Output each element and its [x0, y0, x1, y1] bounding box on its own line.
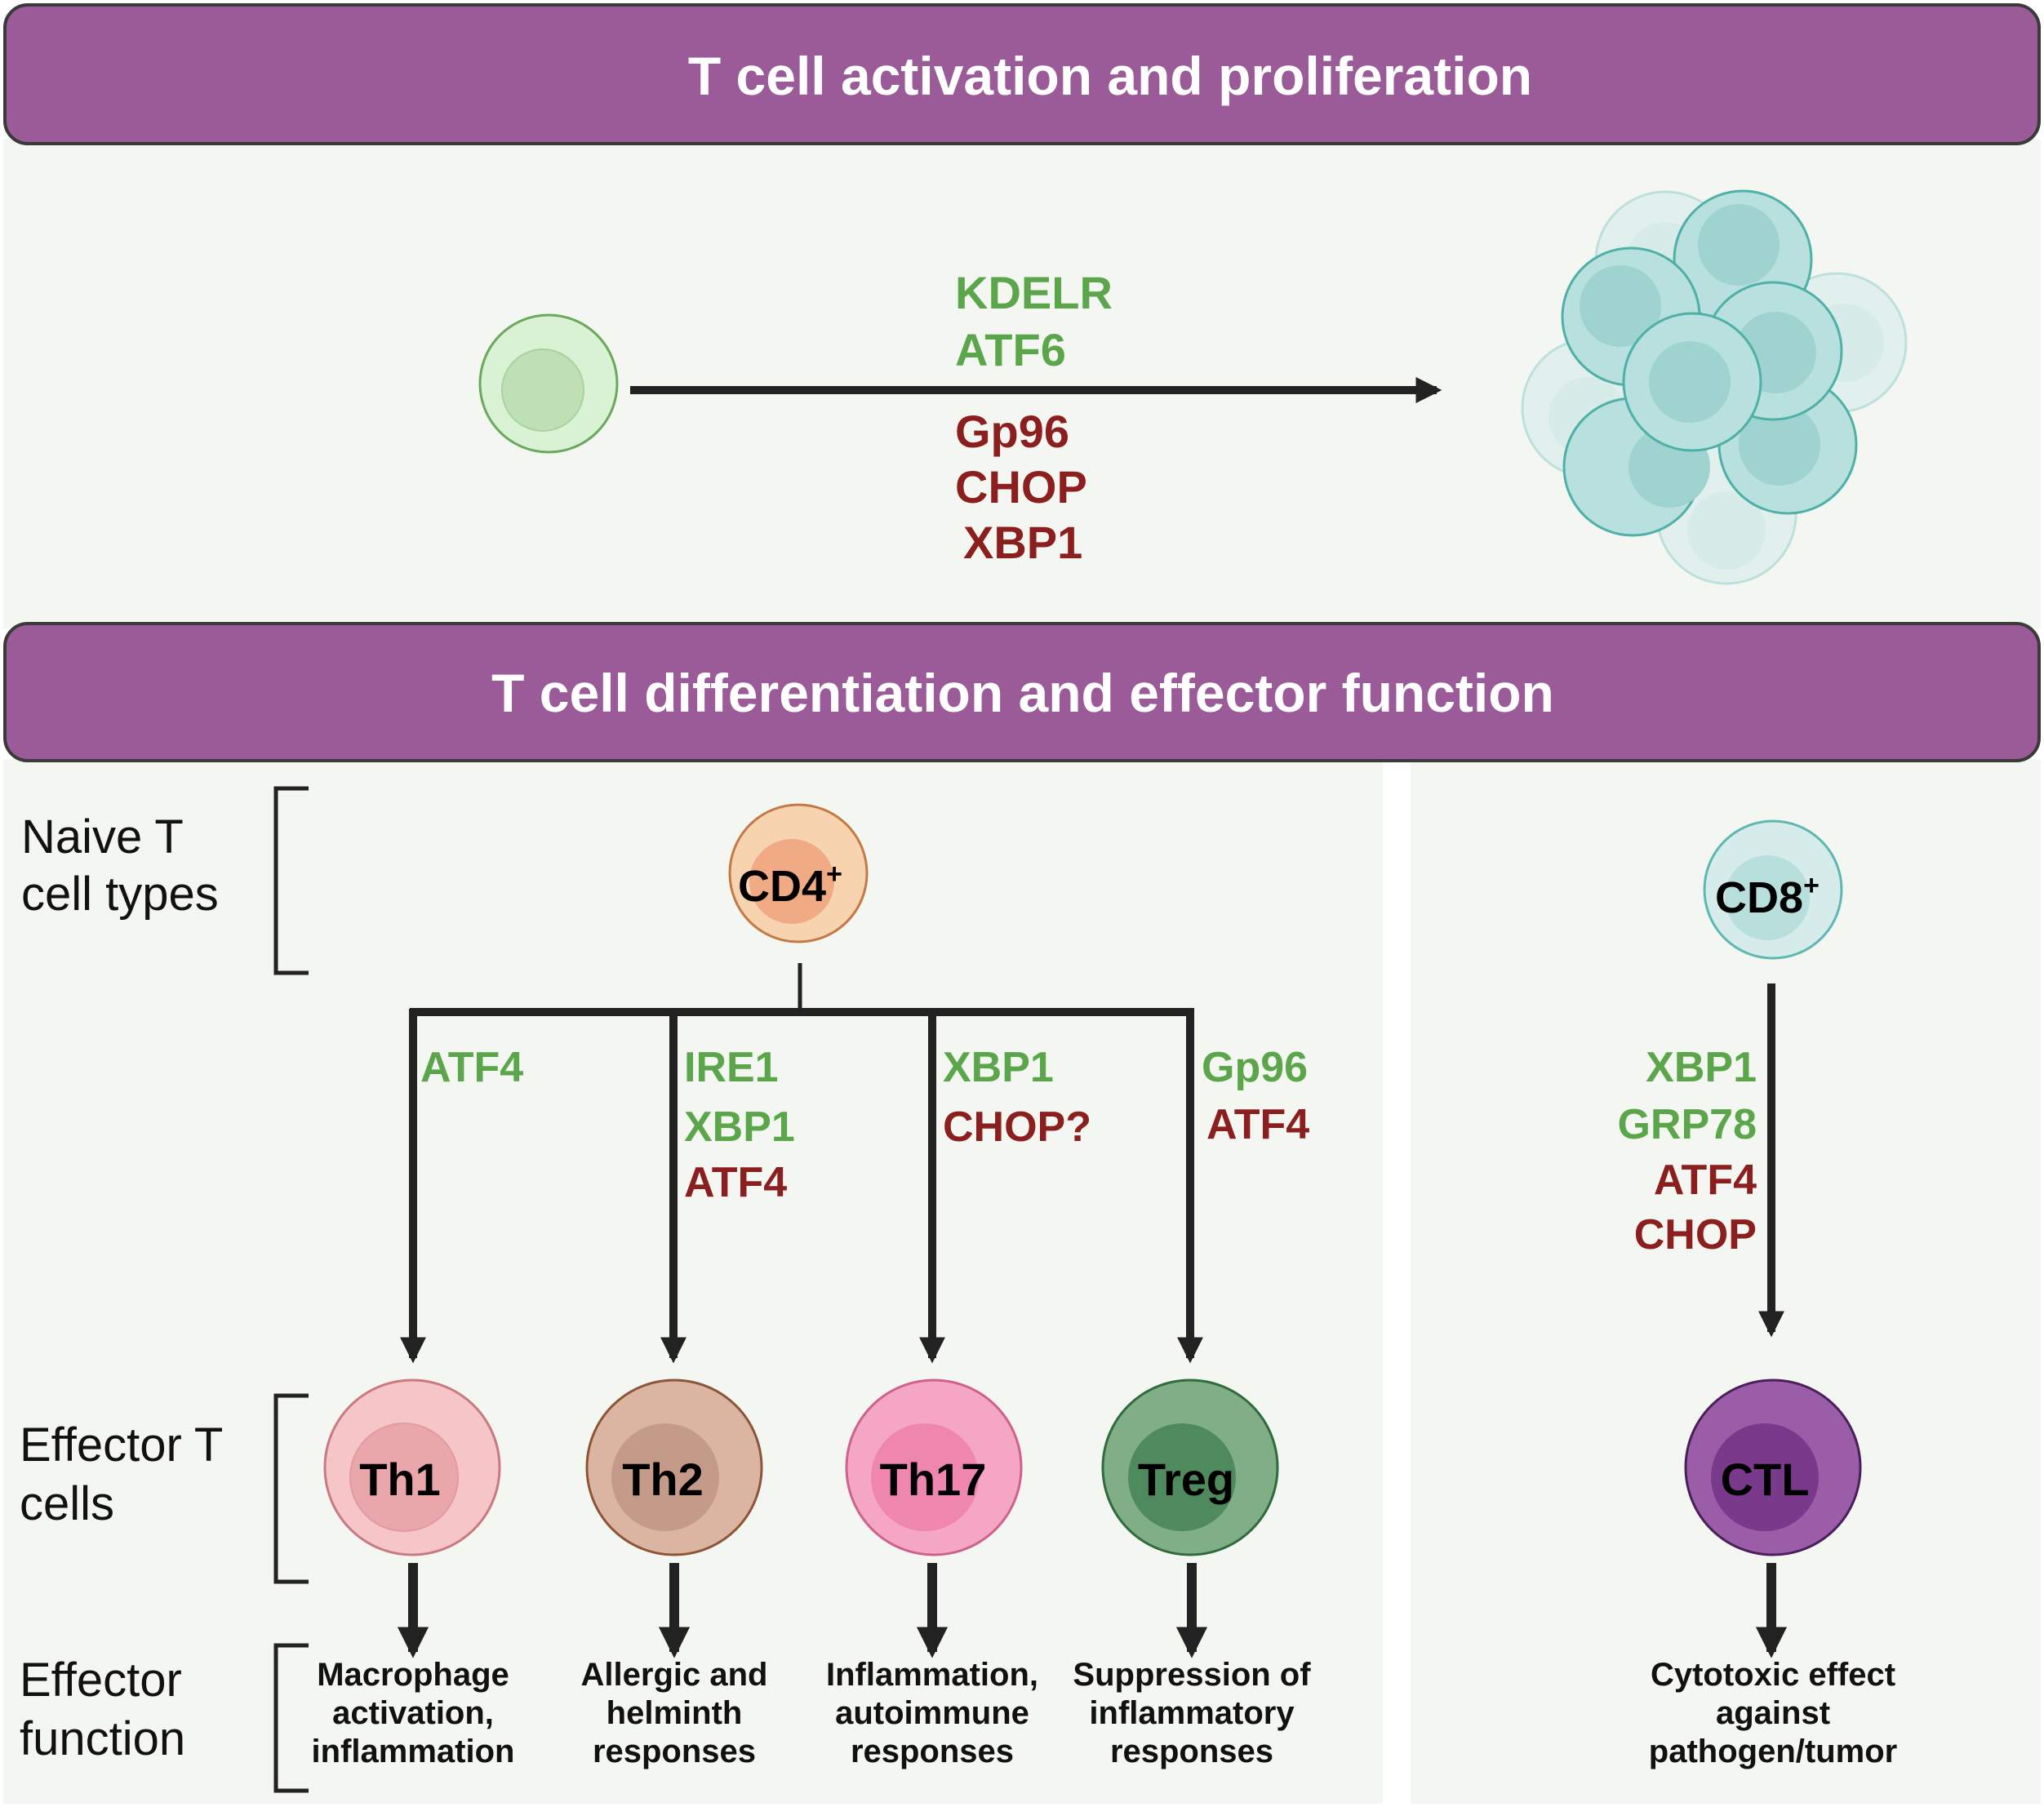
effector-cells-row-label: Effector T cells	[20, 1419, 223, 1530]
effector-function-row-bracket	[273, 1643, 309, 1793]
treg-function-line: Suppression of	[1073, 1657, 1311, 1693]
th17-negative-factor: CHOP?	[943, 1103, 1091, 1151]
effector-function-row-label: Effector function	[20, 1654, 185, 1765]
treg-factors: Gp96 ATF4	[1202, 1044, 1309, 1148]
effector-cells-row-bracket	[273, 1393, 309, 1584]
naive-row-label-line: Naive T	[21, 810, 184, 864]
th1-function-line: activation,	[332, 1695, 494, 1731]
svg-text:CD8+: CD8+	[1715, 870, 1820, 922]
ctl-function-line: pathogen/tumor	[1649, 1734, 1897, 1769]
th2-label: Th2	[622, 1454, 704, 1505]
ctl-function: Cytotoxic effect against pathogen/tumor	[1649, 1657, 1897, 1769]
th17-positive-factor: XBP1	[943, 1044, 1054, 1091]
effector-cells-row-label-line: Effector T	[20, 1419, 223, 1472]
th2-negative-factor: ATF4	[684, 1159, 787, 1206]
th2-factors: IRE1 XBP1 ATF4	[684, 1044, 795, 1206]
th17-function-line: autoimmune	[835, 1695, 1029, 1731]
effector-cells-row-label-line: cells	[20, 1477, 114, 1530]
th17-label: Th17	[880, 1454, 987, 1505]
cd8-naive-cell: CD8+	[1703, 819, 1843, 960]
cd8-positive-factor: GRP78	[1617, 1101, 1757, 1148]
cd4-superscript: +	[826, 859, 842, 890]
treg-function-line: responses	[1110, 1734, 1273, 1769]
activation-positive-factor: ATF6	[955, 324, 1066, 375]
cd4-panel	[3, 759, 1383, 1804]
treg-function: Suppression of inflammatory responses	[1073, 1657, 1311, 1769]
th17-function: Inflammation, autoimmune responses	[826, 1657, 1038, 1769]
cd8-negative-factor: CHOP	[1634, 1211, 1757, 1259]
ctl-label: CTL	[1721, 1454, 1810, 1505]
th1-positive-factor: ATF4	[420, 1044, 523, 1091]
th17-function-line: Inflammation,	[826, 1657, 1038, 1693]
activation-negative-factor: Gp96	[955, 406, 1069, 457]
effector-function-row-label-line: function	[20, 1712, 185, 1765]
th2-cell: Th2	[585, 1379, 763, 1556]
ctl-function-line: Cytotoxic effect	[1651, 1657, 1895, 1693]
treg-label: Treg	[1138, 1454, 1234, 1505]
cd8-positive-factor: XBP1	[1646, 1044, 1757, 1091]
activation-negative-factors: Gp96 CHOP XBP1	[955, 406, 1087, 568]
naive-row-label-line: cell types	[21, 868, 219, 921]
naive-row-label: Naive T cell types	[21, 810, 219, 921]
th1-function: Macrophage activation, inflammation	[312, 1657, 515, 1769]
th1-cell: Th1	[323, 1379, 501, 1556]
activation-positive-factors: KDELR ATF6	[955, 267, 1113, 375]
ctl-function-line: against	[1716, 1695, 1830, 1731]
cd8-superscript: +	[1803, 870, 1820, 901]
cd8-label: CD8	[1715, 873, 1803, 922]
th2-positive-factor: XBP1	[684, 1103, 795, 1151]
proliferating-cell-cluster	[1521, 189, 1908, 585]
cd4-branching-tree	[399, 963, 1204, 1364]
cd8-factors: XBP1 GRP78 ATF4 CHOP	[1617, 1044, 1757, 1259]
cd4-label: CD4	[738, 862, 826, 911]
th2-function-line: helminth	[607, 1695, 743, 1731]
effector-function-row-label-line: Effector	[20, 1654, 182, 1707]
differentiation-header-title: T cell differentiation and effector func…	[491, 663, 1554, 723]
th2-function-line: responses	[593, 1734, 756, 1769]
th2-positive-factor: IRE1	[684, 1044, 779, 1091]
cd4-naive-cell: CD4+	[728, 803, 869, 943]
naive-row-bracket	[273, 786, 309, 975]
treg-positive-factor: Gp96	[1202, 1044, 1308, 1091]
cd8-negative-factor: ATF4	[1654, 1157, 1757, 1204]
th17-function-line: responses	[851, 1734, 1014, 1769]
activation-negative-factor: XBP1	[963, 517, 1082, 568]
activation-header-title: T cell activation and proliferation	[688, 46, 1532, 106]
th1-function-line: inflammation	[312, 1734, 515, 1769]
effector-function-arrows	[397, 1563, 1788, 1658]
naive-t-cell	[478, 313, 619, 454]
ctl-cell: CTL	[1684, 1379, 1862, 1556]
th1-label: Th1	[359, 1454, 441, 1505]
th17-cell: Th17	[845, 1379, 1023, 1556]
th2-function-line: Allergic and	[581, 1657, 768, 1693]
th2-function: Allergic and helminth responses	[581, 1657, 768, 1769]
treg-function-line: inflammatory	[1089, 1695, 1295, 1731]
treg-negative-factor: ATF4	[1206, 1101, 1309, 1148]
th1-function-line: Macrophage	[317, 1657, 509, 1693]
svg-text:CD4+: CD4+	[738, 859, 842, 911]
activation-header: T cell activation and proliferation	[3, 3, 2041, 145]
differentiation-header: T cell differentiation and effector func…	[3, 622, 2041, 762]
activation-negative-factor: CHOP	[955, 461, 1087, 513]
treg-cell: Treg	[1101, 1379, 1279, 1556]
th17-factors: XBP1 CHOP?	[943, 1044, 1091, 1151]
th1-factors: ATF4	[420, 1044, 523, 1091]
activation-positive-factor: KDELR	[955, 267, 1113, 318]
